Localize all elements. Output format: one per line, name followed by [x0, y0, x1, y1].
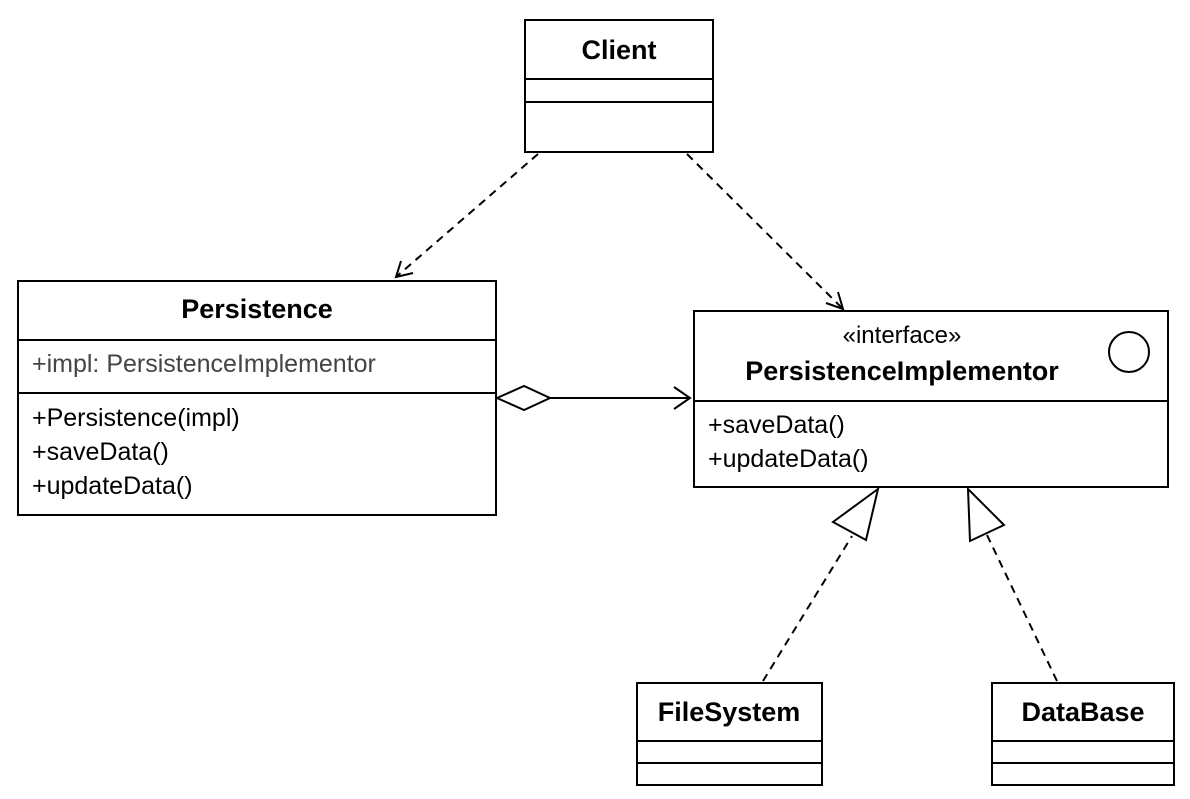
- operation-save-data: +saveData(): [708, 411, 845, 439]
- class-filesystem[interactable]: FileSystem: [636, 682, 823, 786]
- class-name: DataBase: [1021, 697, 1144, 727]
- aggregation-diamond-icon: [494, 384, 553, 412]
- class-persistence[interactable]: Persistence +impl: PersistenceImplemento…: [17, 280, 497, 516]
- realization-filesystem-to-persistence-implementor: [762, 486, 880, 682]
- realization-triangle-icon: [966, 486, 1006, 543]
- operation-save-data: +saveData(): [32, 438, 169, 466]
- attribute-impl: +impl: PersistenceImplementor: [32, 350, 376, 378]
- dependency-client-to-persistence: [394, 153, 539, 279]
- operation-constructor: +Persistence(impl): [32, 404, 240, 432]
- class-client[interactable]: Client: [524, 19, 714, 153]
- interface-circle-icon: [1108, 331, 1150, 373]
- realization-triangle-icon: [831, 486, 880, 542]
- class-database[interactable]: DataBase: [991, 682, 1175, 786]
- operation-update-data: +updateData(): [32, 472, 193, 500]
- realization-database-to-persistence-implementor: [966, 486, 1058, 682]
- class-name: Persistence: [181, 294, 333, 324]
- stereotype-label: «interface»: [843, 322, 962, 349]
- class-name: Client: [581, 35, 656, 65]
- operation-update-data: +updateData(): [708, 445, 869, 473]
- dependency-client-to-persistence-implementor: [686, 153, 845, 311]
- class-name: PersistenceImplementor: [745, 356, 1059, 386]
- interface-persistence-implementor[interactable]: «interface» PersistenceImplementor +save…: [693, 310, 1169, 488]
- class-name: FileSystem: [658, 697, 801, 727]
- aggregation-persistence-to-persistence-implementor: [494, 384, 692, 412]
